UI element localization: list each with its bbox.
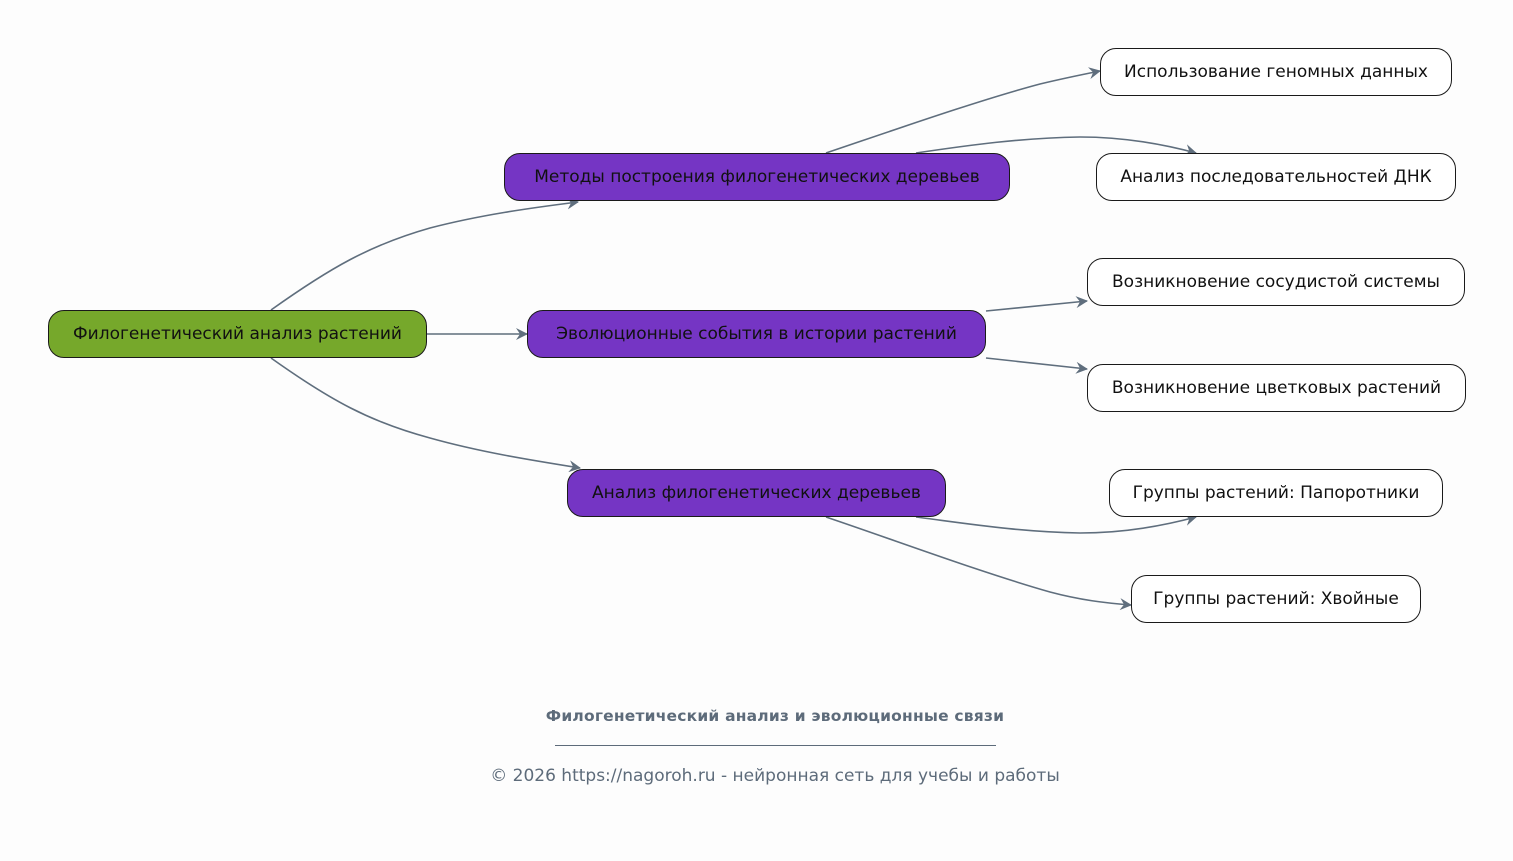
node-leaf-ferns[interactable]: Группы растений: Папоротники (1109, 469, 1443, 517)
node-branch-methods-label: Методы построения филогенетических дерев… (534, 167, 980, 187)
footer-copyright: © 2026 https://nagoroh.ru - нейронная се… (490, 766, 1060, 786)
node-leaf-conifers[interactable]: Группы растений: Хвойные (1131, 575, 1421, 623)
node-leaf-vascular-system[interactable]: Возникновение сосудистой системы (1087, 258, 1465, 306)
footer-separator (555, 745, 996, 746)
node-branch-analysis-label: Анализ филогенетических деревьев (592, 483, 921, 503)
edge-b2-l4 (985, 357, 1088, 374)
node-leaf-vascular-system-label: Возникновение сосудистой системы (1112, 272, 1440, 292)
node-root-label: Филогенетический анализ растений (73, 324, 402, 344)
node-root[interactable]: Филогенетический анализ растений (48, 310, 427, 358)
edge-b1-l2 (915, 136, 1197, 156)
footer-title: Филогенетический анализ и эволюционные с… (545, 707, 1005, 725)
edge-b1-l1 (825, 67, 1101, 154)
edge-root-b3 (270, 357, 581, 473)
node-branch-events-label: Эволюционные события в истории растений (556, 324, 957, 344)
node-branch-analysis[interactable]: Анализ филогенетических деревьев (567, 469, 946, 517)
node-leaf-conifers-label: Группы растений: Хвойные (1153, 589, 1399, 609)
node-leaf-dna-sequences[interactable]: Анализ последовательностей ДНК (1096, 153, 1456, 201)
edge-b2-l3 (985, 296, 1088, 312)
node-leaf-dna-sequences-label: Анализ последовательностей ДНК (1120, 167, 1432, 187)
node-leaf-genomic-data-label: Использование геномных данных (1124, 62, 1428, 82)
node-branch-methods[interactable]: Методы построения филогенетических дерев… (504, 153, 1010, 201)
node-leaf-ferns-label: Группы растений: Папоротники (1132, 483, 1420, 503)
edge-b3-l6 (825, 516, 1132, 611)
node-leaf-flowering-plants[interactable]: Возникновение цветковых растений (1087, 364, 1466, 412)
node-branch-events[interactable]: Эволюционные события в истории растений (527, 310, 986, 358)
node-leaf-flowering-plants-label: Возникновение цветковых растений (1111, 378, 1442, 398)
edge-b3-l5 (915, 514, 1197, 534)
edge-root-b1 (270, 197, 579, 311)
node-leaf-genomic-data[interactable]: Использование геномных данных (1100, 48, 1452, 96)
